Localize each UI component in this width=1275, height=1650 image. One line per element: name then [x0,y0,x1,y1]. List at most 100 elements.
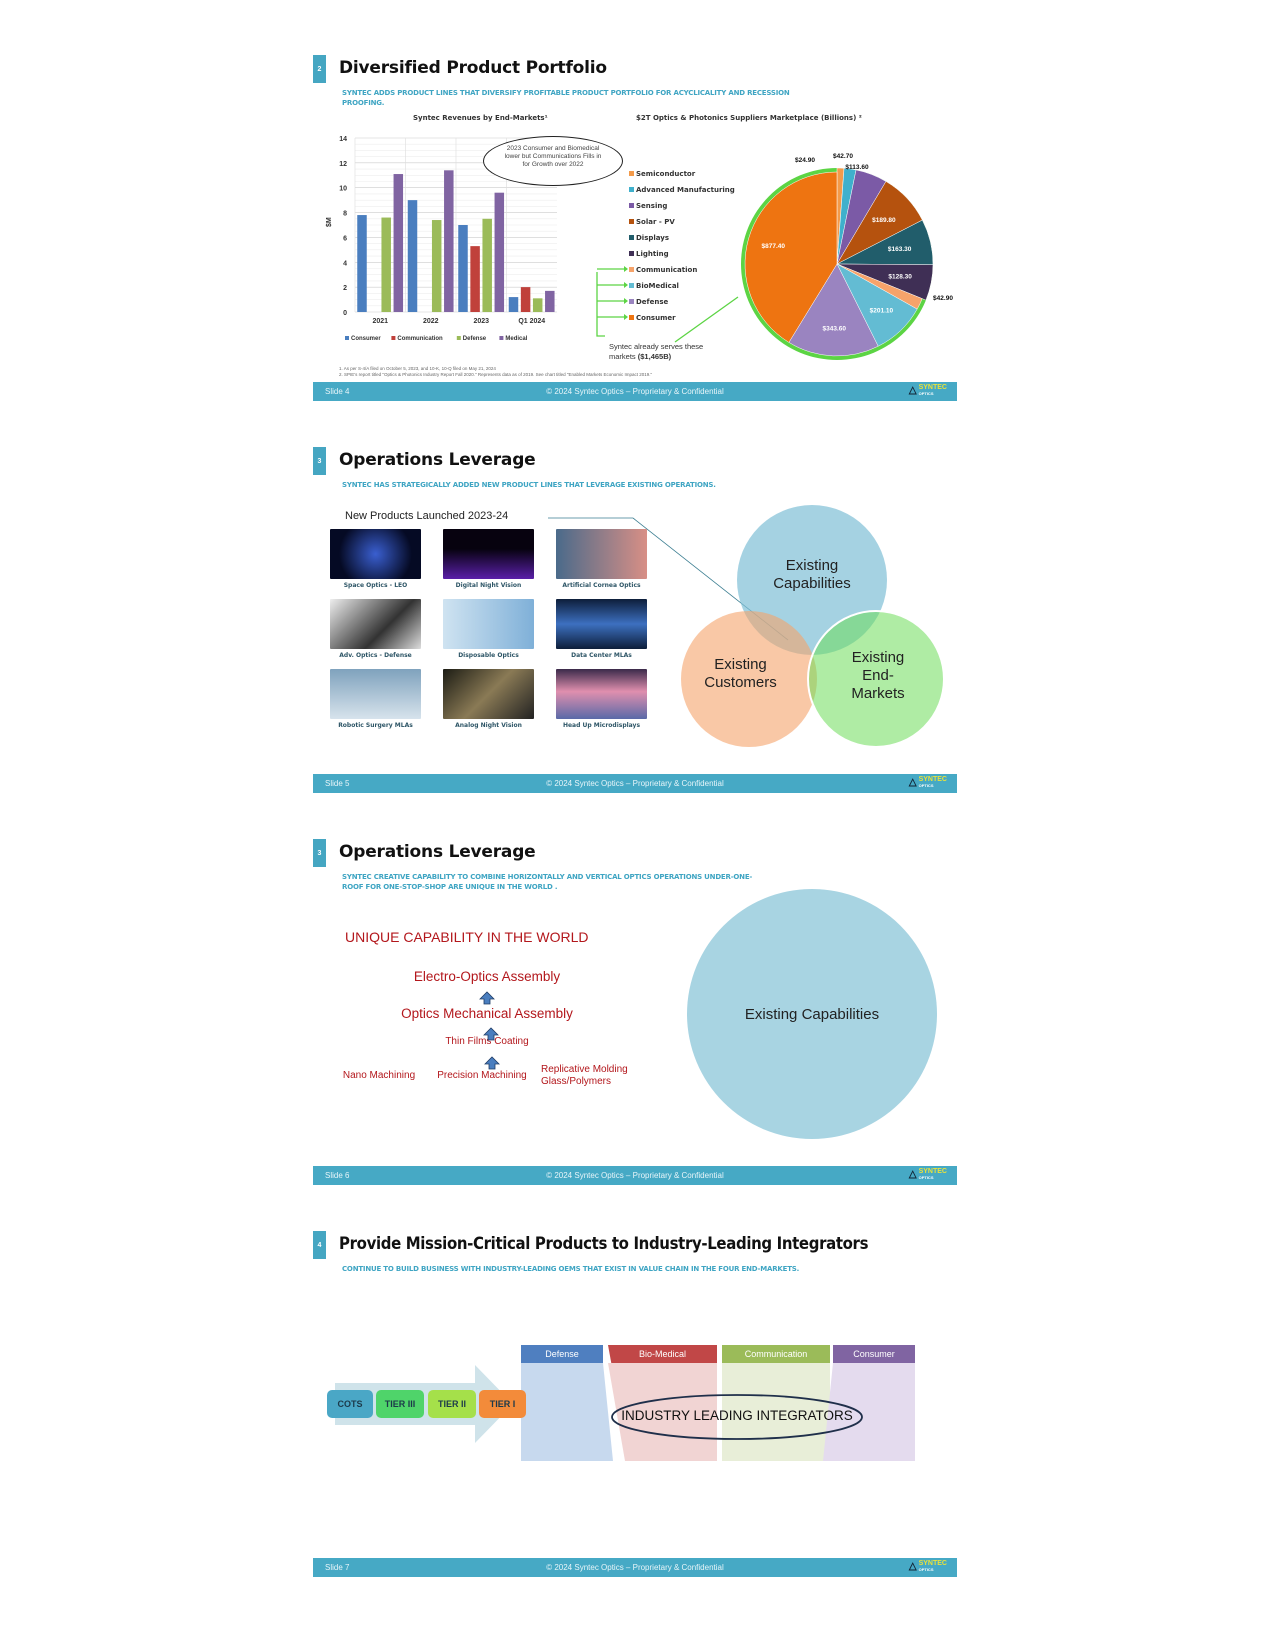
bracket [596,272,605,337]
slide-title: Diversified Product Portfolio [339,58,607,78]
section-number: 3 [313,839,326,867]
pie-slice-defense [788,263,879,357]
legend-swatch [629,267,634,272]
section-number: 3 [313,447,326,475]
bar-defense [431,220,442,312]
copyright: © 2024 Syntec Optics – Proprietary & Con… [546,1563,724,1572]
bar-consumer [357,215,367,312]
x-tick-label: 2022 [423,318,439,325]
logo-sub: OPTICS [918,391,934,396]
arrow-head-icon [624,282,628,288]
product-caption: Artificial Cornea Optics [562,582,641,589]
slide-footer: Slide 6 © 2024 Syntec Optics – Proprieta… [313,1166,957,1185]
logo-text: SYNTEC [918,384,947,391]
pie-data-label: $201.10 [870,308,894,315]
slide-subtitle: CONTINUE TO BUILD BUSINESS WITH INDUSTRY… [342,1265,800,1273]
y-tick-label: 12 [339,161,347,168]
slide-diversified-portfolio: 2 Diversified Product Portfolio SYNTEC A… [313,52,957,402]
y-tick-label: 8 [343,211,347,218]
section-number: 4 [313,1231,326,1259]
revenue-bar-chart: Syntec Revenues by End-Markets¹024681012… [326,114,557,342]
product-caption: Head Up Microdisplays [562,722,641,729]
logo-text: SYNTEC [918,776,947,783]
footnotes: 1. As per S-4/A filed on October 5, 2023… [339,366,652,378]
slide-footer: Slide 4 © 2024 Syntec Optics – Proprieta… [313,382,957,401]
logo-text: SYNTEC [918,1560,947,1567]
y-tick-label: 10 [339,186,347,193]
legend-swatch [629,299,634,304]
y-tick-label: 6 [343,235,347,242]
legend-swatch [629,283,634,288]
legend-swatch [629,171,634,176]
bar-medical [393,174,404,312]
slide-subtitle: SYNTEC HAS STRATEGICALLY ADDED NEW PRODU… [342,481,716,489]
y-axis-label: $M [326,217,333,227]
section-number: 2 [313,55,326,83]
legend-swatch [629,251,634,256]
slide-title: Provide Mission-Critical Products to Ind… [339,1234,869,1254]
slide-number: Slide 5 [325,779,350,788]
pie-data-label: $42.90 [933,295,953,302]
product-image [556,669,647,719]
callout-cloud: 2023 Consumer and Biomedical lower but C… [483,136,623,186]
bar-defense [381,217,391,312]
bar-defense [532,298,543,312]
pie-slice-consumer [744,171,838,343]
market-defense: Defense [521,1345,603,1363]
copyright: © 2024 Syntec Optics – Proprietary & Con… [546,779,724,788]
pie-chart-title: $2T Optics & Photonics Suppliers Marketp… [636,114,862,122]
pie-data-label: $42.70 [833,153,853,160]
base-nano-machining: Nano Machining [342,1070,416,1081]
legend-swatch [629,235,634,240]
arrow-head-icon [624,314,628,320]
serves-amount: ($1,465B) [637,352,672,361]
copyright: © 2024 Syntec Optics – Proprietary & Con… [546,1171,724,1180]
level-electro-optics: Electro-Optics Assembly [413,969,561,984]
product-caption: Data Center MLAs [571,652,632,659]
logo-sub: OPTICS [918,1567,934,1572]
legend-swatch [391,336,396,340]
y-tick-label: 0 [343,310,347,317]
legend-swatch [629,187,634,192]
legend-label: Consumer [636,314,676,322]
pie-data-label: $877.40 [762,243,786,250]
venn-existing-customers: Existing Customers [704,656,777,691]
pie-data-label: $343.60 [822,325,846,332]
slide-number: Slide 6 [325,1171,350,1180]
slide-operations-leverage-2: 3 Operations Leverage SYNTEC CREATIVE CA… [313,836,957,1186]
pie-data-label: $24.90 [795,157,815,164]
venn-existing-capabilities: Existing Capabilities [773,557,851,592]
bar-consumer [458,225,468,312]
bar-medical [444,170,454,312]
slide-title: Operations Leverage [339,842,536,862]
up-arrow-icon [479,991,500,1070]
integrators-label: INDUSTRY LEADING INTEGRATORS [621,1408,853,1423]
logo-sub: OPTICS [918,1175,934,1180]
product-image [330,529,421,579]
arrows-and-circle [479,889,937,1139]
tier-3: TIER III [376,1390,424,1418]
pie-data-label: $189.80 [872,217,896,224]
legend-label: Advanced Manufacturing [636,186,735,194]
legend-label: Consumer [351,336,381,342]
pointer-arrow [674,296,739,343]
unique-capability-heading: UNIQUE CAPABILITY IN THE WORLD [345,929,589,945]
slide-number: Slide 4 [325,387,350,396]
product-image [443,529,534,579]
product-caption: Robotic Surgery MLAs [338,722,413,729]
footnote: 1. As per S-4/A filed on October 5, 2023… [339,366,496,371]
product-caption: Disposable Optics [458,652,519,659]
slide-subtitle: SYNTEC CREATIVE CAPABILITY TO COMBINE HO… [342,873,753,891]
product-caption: Digital Night Vision [455,582,522,589]
slide-number: Slide 7 [325,1563,350,1572]
product-image [556,529,647,579]
legend-label: Communication [636,266,697,274]
y-tick-label: 2 [343,285,347,292]
tier-1: TIER I [479,1390,526,1418]
legend-swatch [629,203,634,208]
arrow-head-icon [624,266,628,272]
base-replicative-molding: Replicative Molding Glass/Polymers [541,1064,628,1087]
bar-chart-title: Syntec Revenues by End-Markets¹ [413,114,548,122]
